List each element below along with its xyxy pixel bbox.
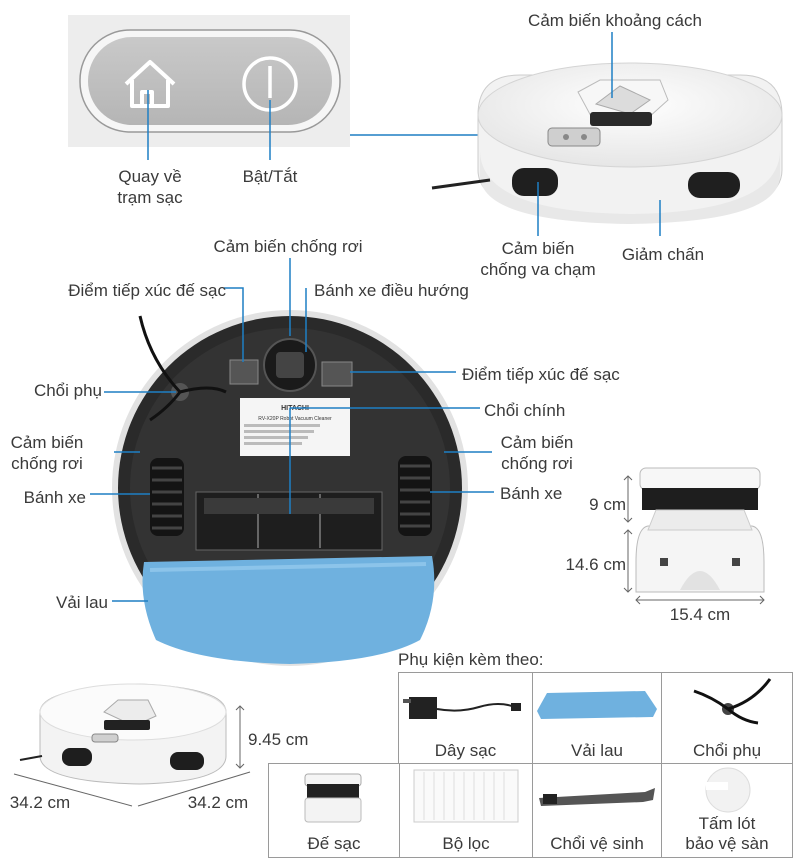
dock-width-label: 15.4 cm	[669, 605, 731, 624]
charge-contact-left-label: Điểm tiếp xúc đế sạc	[68, 281, 226, 300]
dock-height-label: 9 cm	[589, 495, 626, 514]
bumper-label: Giảm chấn	[621, 245, 705, 264]
button-panel-closeup	[68, 15, 548, 160]
robot-bottom-view: HITACHI RV-X20P Robot Vacuum Cleaner	[90, 258, 494, 666]
robot-width-label: 34.2 cm	[187, 793, 249, 812]
cliff-sensor-top-label: Cảm biến chống rơi	[213, 237, 363, 256]
floor-pad-icon	[705, 767, 751, 813]
side-brush-icon	[693, 678, 772, 725]
accessory-filter: Bộ lọc	[399, 763, 533, 858]
home-button-label: Quay về trạm sạc	[117, 167, 183, 208]
robot-3d-dimensions	[13, 683, 251, 807]
wheel-left-label: Bánh xe	[23, 488, 86, 507]
mop-label: Vải lau	[56, 593, 108, 612]
cleaning-brush-icon	[539, 788, 655, 806]
bump-sensor-label: Cảm biến chống va chạm	[480, 239, 596, 280]
mop-cloth-icon	[537, 691, 657, 719]
accessory-cleaning-brush: Chổi vệ sinh	[532, 763, 662, 858]
dock-depth-label: 14.6 cm	[565, 555, 626, 574]
accessory-dock: Đế sạc	[268, 763, 400, 858]
accessory-mop: Vải lau	[532, 672, 662, 764]
charge-contact-right-label: Điểm tiếp xúc đế sạc	[462, 365, 620, 384]
main-brush-label: Chổi chính	[484, 401, 566, 420]
robot-height-label: 9.45 cm	[248, 730, 309, 749]
filter-icon	[413, 769, 519, 823]
steering-wheel-label: Bánh xe điều hướng	[314, 281, 469, 300]
robot-front-view	[431, 32, 783, 236]
accessory-floor-pad: Tấm lót bảo vệ sàn	[661, 763, 793, 858]
robot-length-label: 34.2 cm	[9, 793, 71, 812]
wheel-right-label: Bánh xe	[500, 484, 563, 503]
side-brush-label: Chổi phụ	[33, 381, 102, 400]
charging-dock-illustration	[623, 467, 765, 605]
accessory-side-brush: Chổi phụ	[661, 672, 793, 764]
accessory-charger: Dây sạc	[398, 672, 533, 764]
home-icon	[124, 60, 176, 108]
cliff-sensor-right-label: Cảm biến chống rơi	[500, 433, 574, 474]
accessories-title: Phụ kiện kèm theo:	[398, 650, 544, 669]
distance-sensor-label: Cảm biến khoảng cách	[528, 11, 702, 30]
svg-text:RV-X20P Robot Vacuum Cleaner: RV-X20P Robot Vacuum Cleaner	[258, 416, 332, 422]
charger-cable-icon	[403, 697, 521, 719]
cliff-sensor-left-label: Cảm biến chống rơi	[10, 433, 84, 474]
power-button-label: Bật/Tắt	[242, 167, 298, 186]
charging-dock-icon	[304, 773, 362, 823]
